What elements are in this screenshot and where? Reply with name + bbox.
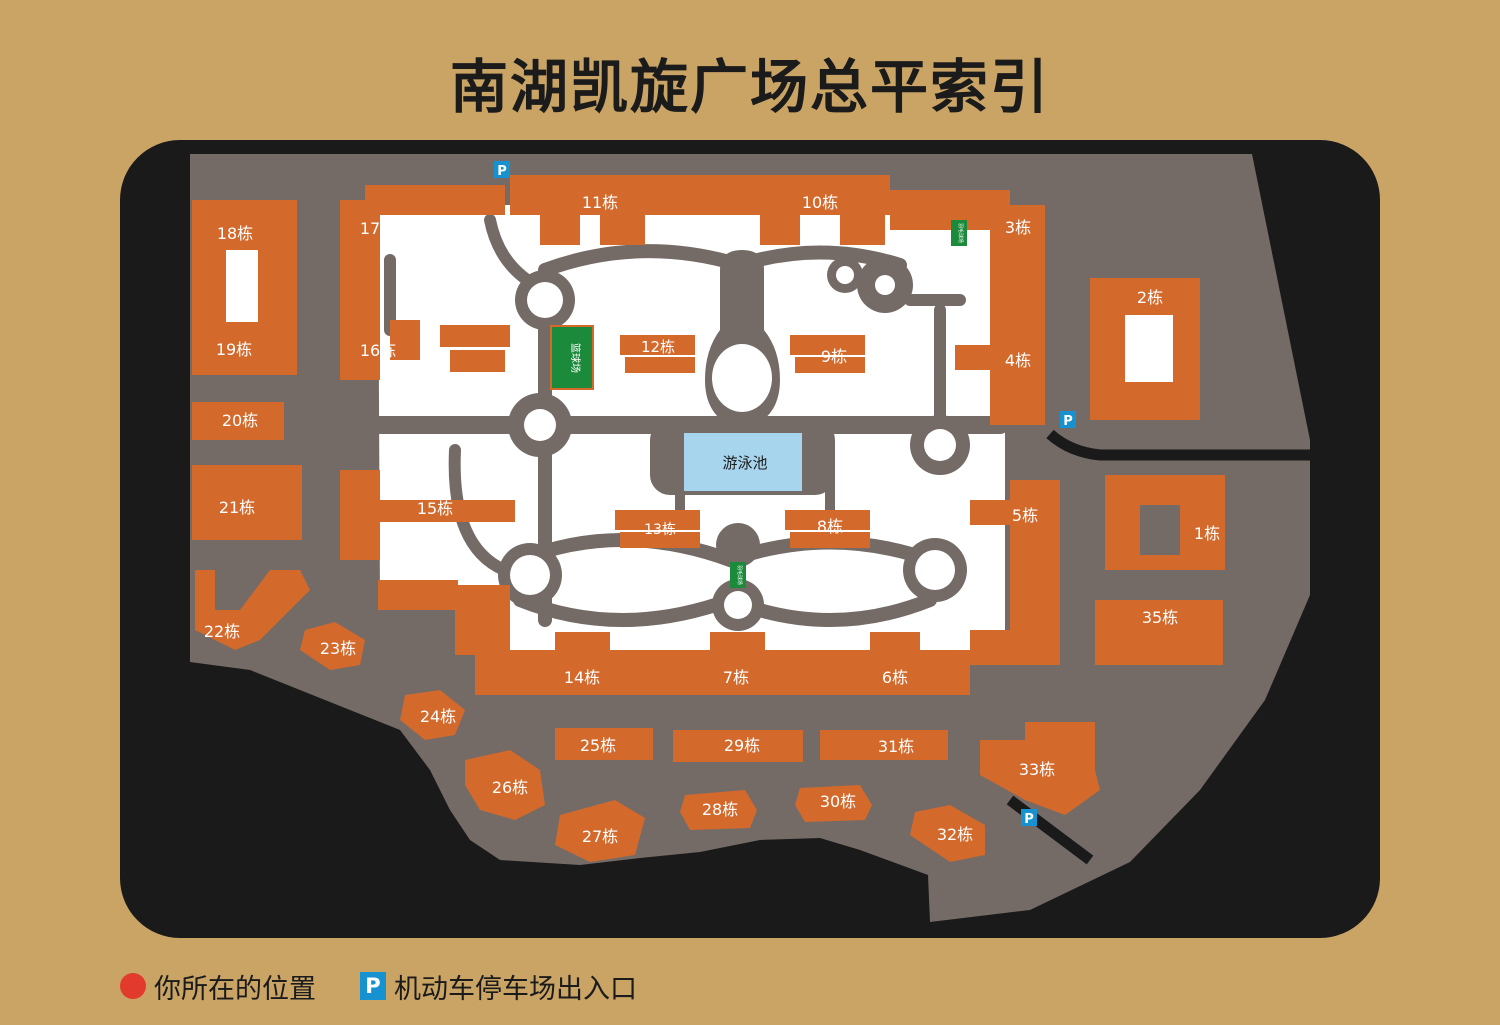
- west-buildings: [192, 200, 545, 820]
- svg-text:P: P: [497, 164, 507, 179]
- building-label-23[interactable]: 23栋: [320, 639, 356, 658]
- basketball-court-label: 篮球场: [569, 343, 582, 373]
- swimming-pool-label: 游泳池: [722, 454, 767, 472]
- building-label-15[interactable]: 15栋: [417, 499, 453, 518]
- building-label-32[interactable]: 32栋: [937, 825, 973, 844]
- svg-text:P: P: [1063, 414, 1073, 429]
- building-label-28[interactable]: 28栋: [702, 800, 738, 819]
- building-label-20[interactable]: 20栋: [222, 411, 258, 430]
- building-labels: 1栋 2栋 3栋 4栋 5栋 6栋 7栋 8栋 9栋 10栋 11栋 12栋 1…: [204, 193, 1220, 846]
- building-label-27[interactable]: 27栋: [582, 827, 618, 846]
- swimming-pool: [684, 433, 802, 491]
- building-label-24[interactable]: 24栋: [420, 707, 456, 726]
- building-label-12[interactable]: 12栋: [641, 338, 675, 356]
- legend-you-are-here: 你所在的位置: [120, 962, 316, 1010]
- building-label-3[interactable]: 3栋: [1005, 218, 1031, 237]
- badminton-court-south-label: 羽毛球场: [736, 565, 743, 585]
- basketball-court: [550, 325, 594, 390]
- map-title: 南湖凯旋广场总平索引: [449, 53, 1050, 121]
- parking-markers: P P P: [494, 161, 1076, 827]
- building-label-5[interactable]: 5栋: [1012, 506, 1038, 525]
- building-label-29[interactable]: 29栋: [724, 736, 760, 755]
- building-label-11[interactable]: 11栋: [582, 193, 618, 212]
- building-label-19[interactable]: 19栋: [216, 340, 252, 359]
- parking-entrance-south-east[interactable]: P: [1021, 809, 1037, 827]
- parking-icon: P: [360, 972, 386, 1000]
- legend-you-are-here-label: 你所在的位置: [154, 973, 316, 1005]
- building-label-8[interactable]: 8栋: [817, 517, 843, 536]
- building-label-21[interactable]: 21栋: [219, 498, 255, 517]
- building-label-14[interactable]: 14栋: [564, 668, 600, 687]
- building-label-35[interactable]: 35栋: [1142, 608, 1178, 627]
- legend-parking: P 机动车停车场出入口: [360, 962, 637, 1010]
- badminton-court-north: [951, 220, 967, 246]
- badminton-court-south: [730, 562, 746, 588]
- building-label-25[interactable]: 25栋: [580, 736, 616, 755]
- building-label-33[interactable]: 33栋: [1019, 760, 1055, 779]
- building-label-2[interactable]: 2栋: [1137, 288, 1163, 307]
- building-label-13[interactable]: 13栋: [644, 521, 676, 538]
- parking-entrance-east[interactable]: P: [1060, 411, 1076, 429]
- building-label-9[interactable]: 9栋: [821, 347, 847, 366]
- legend-parking-label: 机动车停车场出入口: [394, 973, 637, 1005]
- building-label-31[interactable]: 31栋: [878, 737, 914, 756]
- building-label-1[interactable]: 1栋: [1194, 524, 1220, 543]
- building-label-7[interactable]: 7栋: [723, 668, 749, 687]
- building-label-6[interactable]: 6栋: [882, 668, 908, 687]
- building-label-17[interactable]: 17栋: [360, 219, 396, 238]
- svg-text:P: P: [1024, 812, 1034, 827]
- badminton-court-north-label: 羽毛球场: [957, 223, 964, 243]
- building-label-22[interactable]: 22栋: [204, 622, 240, 641]
- building-label-4[interactable]: 4栋: [1005, 351, 1031, 370]
- parking-entrance-north[interactable]: P: [494, 161, 510, 179]
- building-label-18[interactable]: 18栋: [217, 224, 253, 243]
- you-are-here-dot-icon: [120, 973, 146, 999]
- south-buildings: [555, 728, 985, 862]
- building-label-10[interactable]: 10栋: [802, 193, 838, 212]
- building-label-16[interactable]: 16栋: [360, 341, 396, 360]
- perimeter-buildings: [340, 175, 1060, 695]
- building-label-30[interactable]: 30栋: [820, 792, 856, 811]
- building-label-26[interactable]: 26栋: [492, 778, 528, 797]
- east-road: [1046, 429, 1310, 461]
- inner-buildings: [380, 215, 1015, 650]
- roundabouts: [498, 257, 970, 631]
